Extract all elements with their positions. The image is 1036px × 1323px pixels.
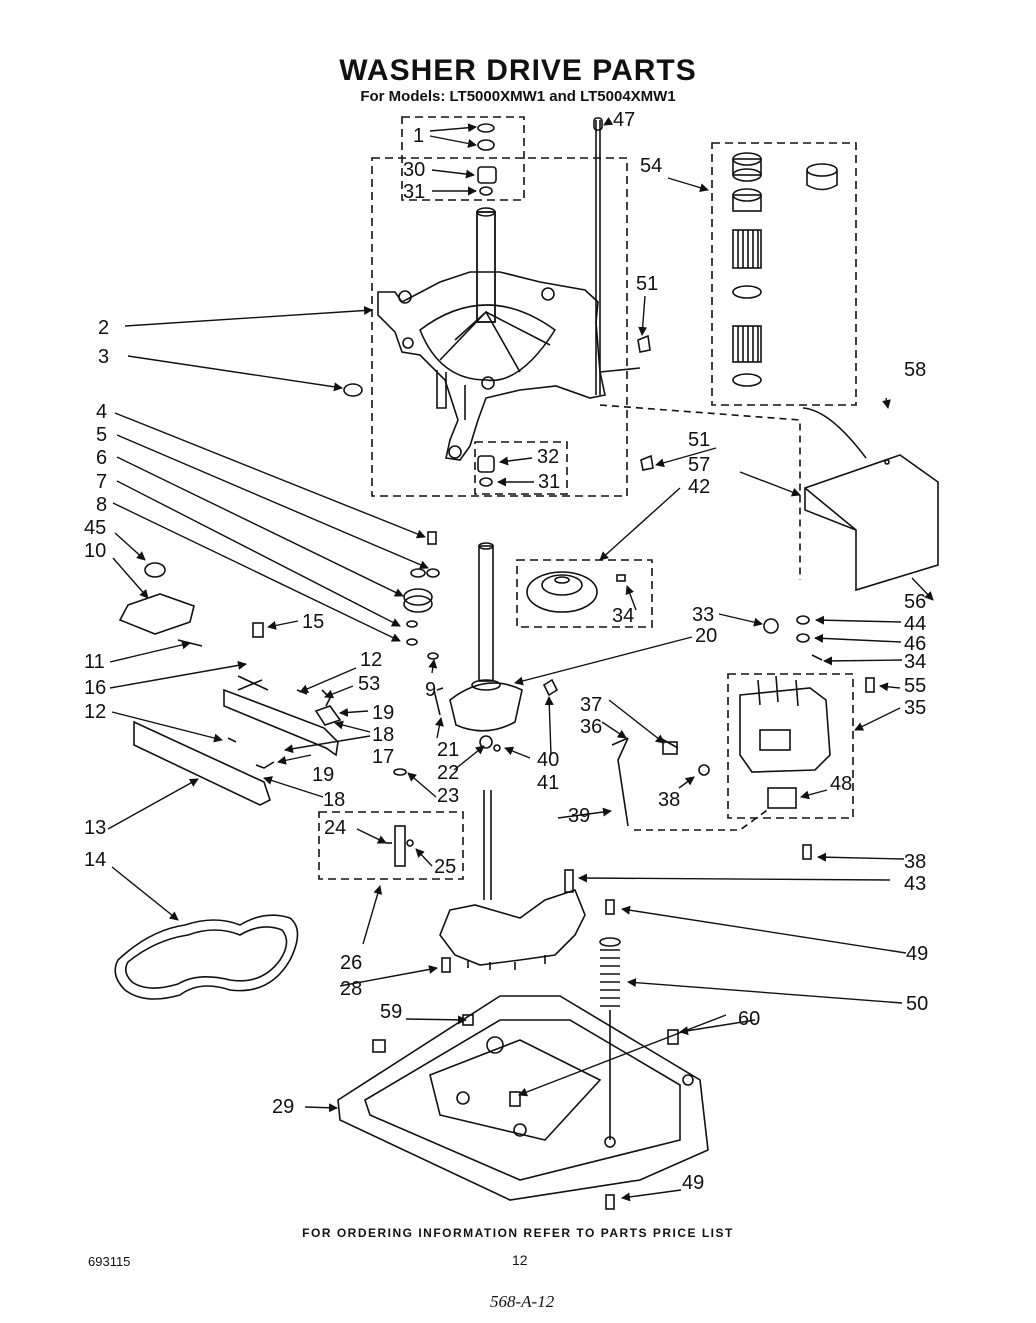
- support-casting: [377, 271, 606, 461]
- part-label: 10: [84, 540, 106, 562]
- drive-belt: [114, 914, 299, 1000]
- part-label: 49: [906, 943, 928, 965]
- part-label: 23: [437, 785, 459, 807]
- part-label: 53: [358, 673, 380, 695]
- part-label: 60: [738, 1008, 760, 1030]
- part-label: 7: [96, 471, 107, 493]
- part-label: 55: [904, 675, 926, 697]
- document-number: 693115: [88, 1254, 131, 1269]
- part-label: 48: [830, 773, 852, 795]
- pin-box: [318, 811, 464, 880]
- part-label: 45: [84, 517, 106, 539]
- pulley-box: [516, 559, 653, 628]
- transmission-support-box: [371, 157, 628, 497]
- drive-shaft: [478, 545, 494, 682]
- part-label: 43: [904, 873, 926, 895]
- part-label: 39: [568, 805, 590, 827]
- part-label: 37: [580, 694, 602, 716]
- part-label: 18: [372, 724, 394, 746]
- washer-3: [343, 383, 363, 397]
- part-label: 13: [84, 817, 106, 839]
- bearing-30: [477, 166, 497, 184]
- part-label: 29: [272, 1096, 294, 1118]
- lever-13: [133, 720, 271, 806]
- drive-pulley: [526, 571, 598, 613]
- cap-seal-icon: [477, 123, 495, 133]
- part-label: 38: [658, 789, 680, 811]
- part-label: 8: [96, 494, 107, 516]
- part-label: 47: [613, 109, 635, 131]
- part-label: 12: [84, 701, 106, 723]
- bushing-32: [477, 455, 495, 473]
- part-label: 49: [682, 1172, 704, 1194]
- part-label: 17: [372, 746, 394, 768]
- part-label: 31: [538, 471, 560, 493]
- part-label: 16: [84, 677, 106, 699]
- lower-bearing-box: [474, 441, 568, 495]
- page-title: WASHER DRIVE PARTS: [339, 54, 697, 87]
- part-label: 1: [413, 125, 424, 147]
- handwritten-note: 568-A-12: [490, 1292, 555, 1311]
- part-label: 30: [403, 159, 425, 181]
- part-label: 46: [904, 633, 926, 655]
- part-label: 21: [437, 739, 459, 761]
- gear-case: [439, 889, 586, 966]
- part-label: 51: [636, 273, 658, 295]
- rod-47: [595, 120, 601, 395]
- motor-box: [727, 673, 854, 819]
- part-label: 33: [692, 604, 714, 626]
- part-label: 42: [688, 476, 710, 498]
- part-label: 14: [84, 849, 106, 871]
- part-label: 25: [434, 856, 456, 878]
- actuator-17: [223, 688, 339, 757]
- part-label: 24: [324, 817, 346, 839]
- part-label: 50: [906, 993, 928, 1015]
- part-label: 19: [312, 764, 334, 786]
- part-label: 54: [640, 155, 662, 177]
- base-frame: [337, 995, 709, 1201]
- page-number: 12: [512, 1252, 528, 1268]
- spin-tube: [476, 211, 496, 323]
- part-label: 19: [372, 702, 394, 724]
- part-label: 38: [904, 851, 926, 873]
- part-label: 22: [437, 762, 459, 784]
- part-label: 5: [96, 424, 107, 446]
- part-label: 3: [98, 346, 109, 368]
- part-label: 9: [425, 679, 436, 701]
- drive-motor: [739, 687, 831, 773]
- part-label: 44: [904, 613, 926, 635]
- part-label: 20: [695, 625, 717, 647]
- part-label: 41: [537, 772, 559, 794]
- part-label: 57: [688, 454, 710, 476]
- seal-kit-box: [711, 142, 857, 406]
- part-label: 32: [537, 446, 559, 468]
- part-label: 6: [96, 447, 107, 469]
- part-label: 51: [688, 429, 710, 451]
- part-label: 18: [323, 789, 345, 811]
- part-label: 34: [612, 605, 634, 627]
- part-label: 59: [380, 1001, 402, 1023]
- part-label: 58: [904, 359, 926, 381]
- part-label: 12: [360, 649, 382, 671]
- part-label: 26: [340, 952, 362, 974]
- ordering-info-footer: FOR ORDERING INFORMATION REFER TO PARTS …: [302, 1226, 734, 1240]
- motor-shield: [804, 454, 939, 592]
- part-label: 40: [537, 749, 559, 771]
- part-label: 4: [96, 401, 107, 423]
- pulley-brake-20: [449, 682, 523, 732]
- part-label: 31: [403, 181, 425, 203]
- part-label: 2: [98, 317, 109, 339]
- part-number-labels: 1 30 31 47 54 51 2 3 58 4 5 51 32 6 57 3…: [84, 109, 928, 1194]
- part-label: 28: [340, 978, 362, 1000]
- part-label: 15: [302, 611, 324, 633]
- models-subtitle: For Models: LT5000XMW1 and LT5004XMW1: [360, 88, 676, 105]
- part-label: 36: [580, 716, 602, 738]
- part-label: 34: [904, 651, 926, 673]
- suspension-spring: [600, 949, 620, 1007]
- part-label: 56: [904, 591, 926, 613]
- part-label: 11: [84, 651, 105, 673]
- part-label: 35: [904, 697, 926, 719]
